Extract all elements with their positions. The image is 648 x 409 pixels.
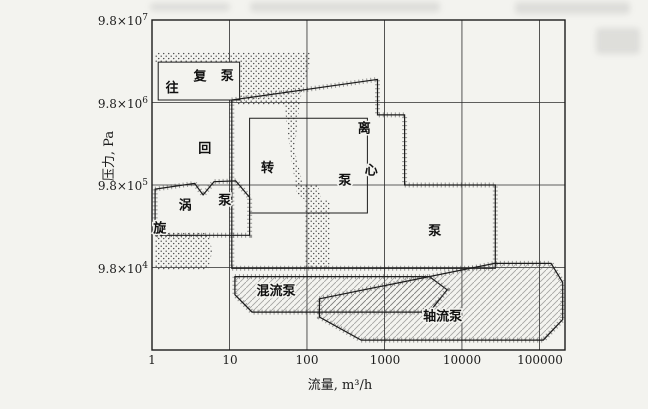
- y-tick-exp: 4: [142, 261, 148, 271]
- vortex-pump-range-label: 旋: [152, 220, 167, 236]
- scan-artifact: [150, 3, 230, 11]
- centrifugal-pump-range-label: 泵: [428, 224, 441, 239]
- y-tick-base: 9.8×10: [97, 14, 143, 28]
- reciprocating-pump-label-box: [157, 61, 241, 101]
- y-tick-exp: 7: [142, 13, 148, 23]
- centrifugal-pump-range-label: 心: [365, 164, 378, 179]
- vortex-pump-range: [154, 180, 251, 236]
- region-labels: 往复泵离心泵回转泵旋涡泵混流泵轴流泵: [151, 67, 464, 326]
- rotary-pump-range-label: 转: [261, 160, 274, 176]
- x-tick-label: 100000: [517, 353, 563, 367]
- y-tick-base: 9.8×10: [97, 262, 143, 276]
- stipple-patch: [155, 232, 213, 270]
- rotary-pump-range-label: 泵: [338, 174, 351, 189]
- y-tick-exp: 6: [142, 96, 148, 106]
- reciprocating-pump-label-box-label: 泵: [221, 69, 234, 84]
- rotary-pump-range-label: 回: [198, 141, 211, 156]
- vortex-pump-range-label: 泵: [218, 193, 231, 208]
- x-axis-title: 流量, m³/h: [307, 378, 373, 393]
- scan-artifact: [515, 2, 630, 14]
- centrifugal-pump-range-label: 离: [358, 121, 371, 137]
- reciprocating-pump-label-box-label: 往: [166, 80, 179, 96]
- y-tick-label: 9.8×105: [72, 178, 148, 193]
- centrifugal-pump-range: [231, 78, 496, 269]
- reciprocating-pump-label-box-label: 复: [192, 69, 207, 85]
- x-tick-label: 100: [295, 353, 319, 367]
- rotary-pump-range: [249, 117, 368, 214]
- scan-artifact: [250, 2, 440, 12]
- y-tick-exp: 5: [142, 178, 148, 188]
- y-tick-base: 9.8×10: [97, 179, 143, 193]
- x-tick-label: 10: [222, 353, 238, 367]
- vortex-pump-range: [152, 178, 253, 238]
- x-tick-label: 10000: [442, 353, 482, 367]
- y-tick-label: 9.8×107: [72, 13, 148, 28]
- axial-flow-pump-range-label: 轴流泵: [423, 309, 462, 325]
- vortex-pump-range-label: 涡: [179, 197, 192, 213]
- pump-regions: [152, 52, 566, 343]
- reciprocating-pump-band: [155, 52, 330, 269]
- scan-artifact: [596, 28, 640, 54]
- y-tick-label: 9.8×104: [72, 261, 148, 276]
- y-axis-title: 压力, Pa: [102, 130, 117, 182]
- x-tick-label: 1: [148, 353, 156, 367]
- y-tick-label: 9.8×106: [72, 96, 148, 111]
- y-tick-base: 9.8×10: [97, 97, 143, 111]
- mixed-flow-pump-range-label: 混流泵: [256, 283, 295, 299]
- x-tick-label: 1000: [369, 353, 401, 367]
- axial-flow-pump-range: [318, 262, 564, 341]
